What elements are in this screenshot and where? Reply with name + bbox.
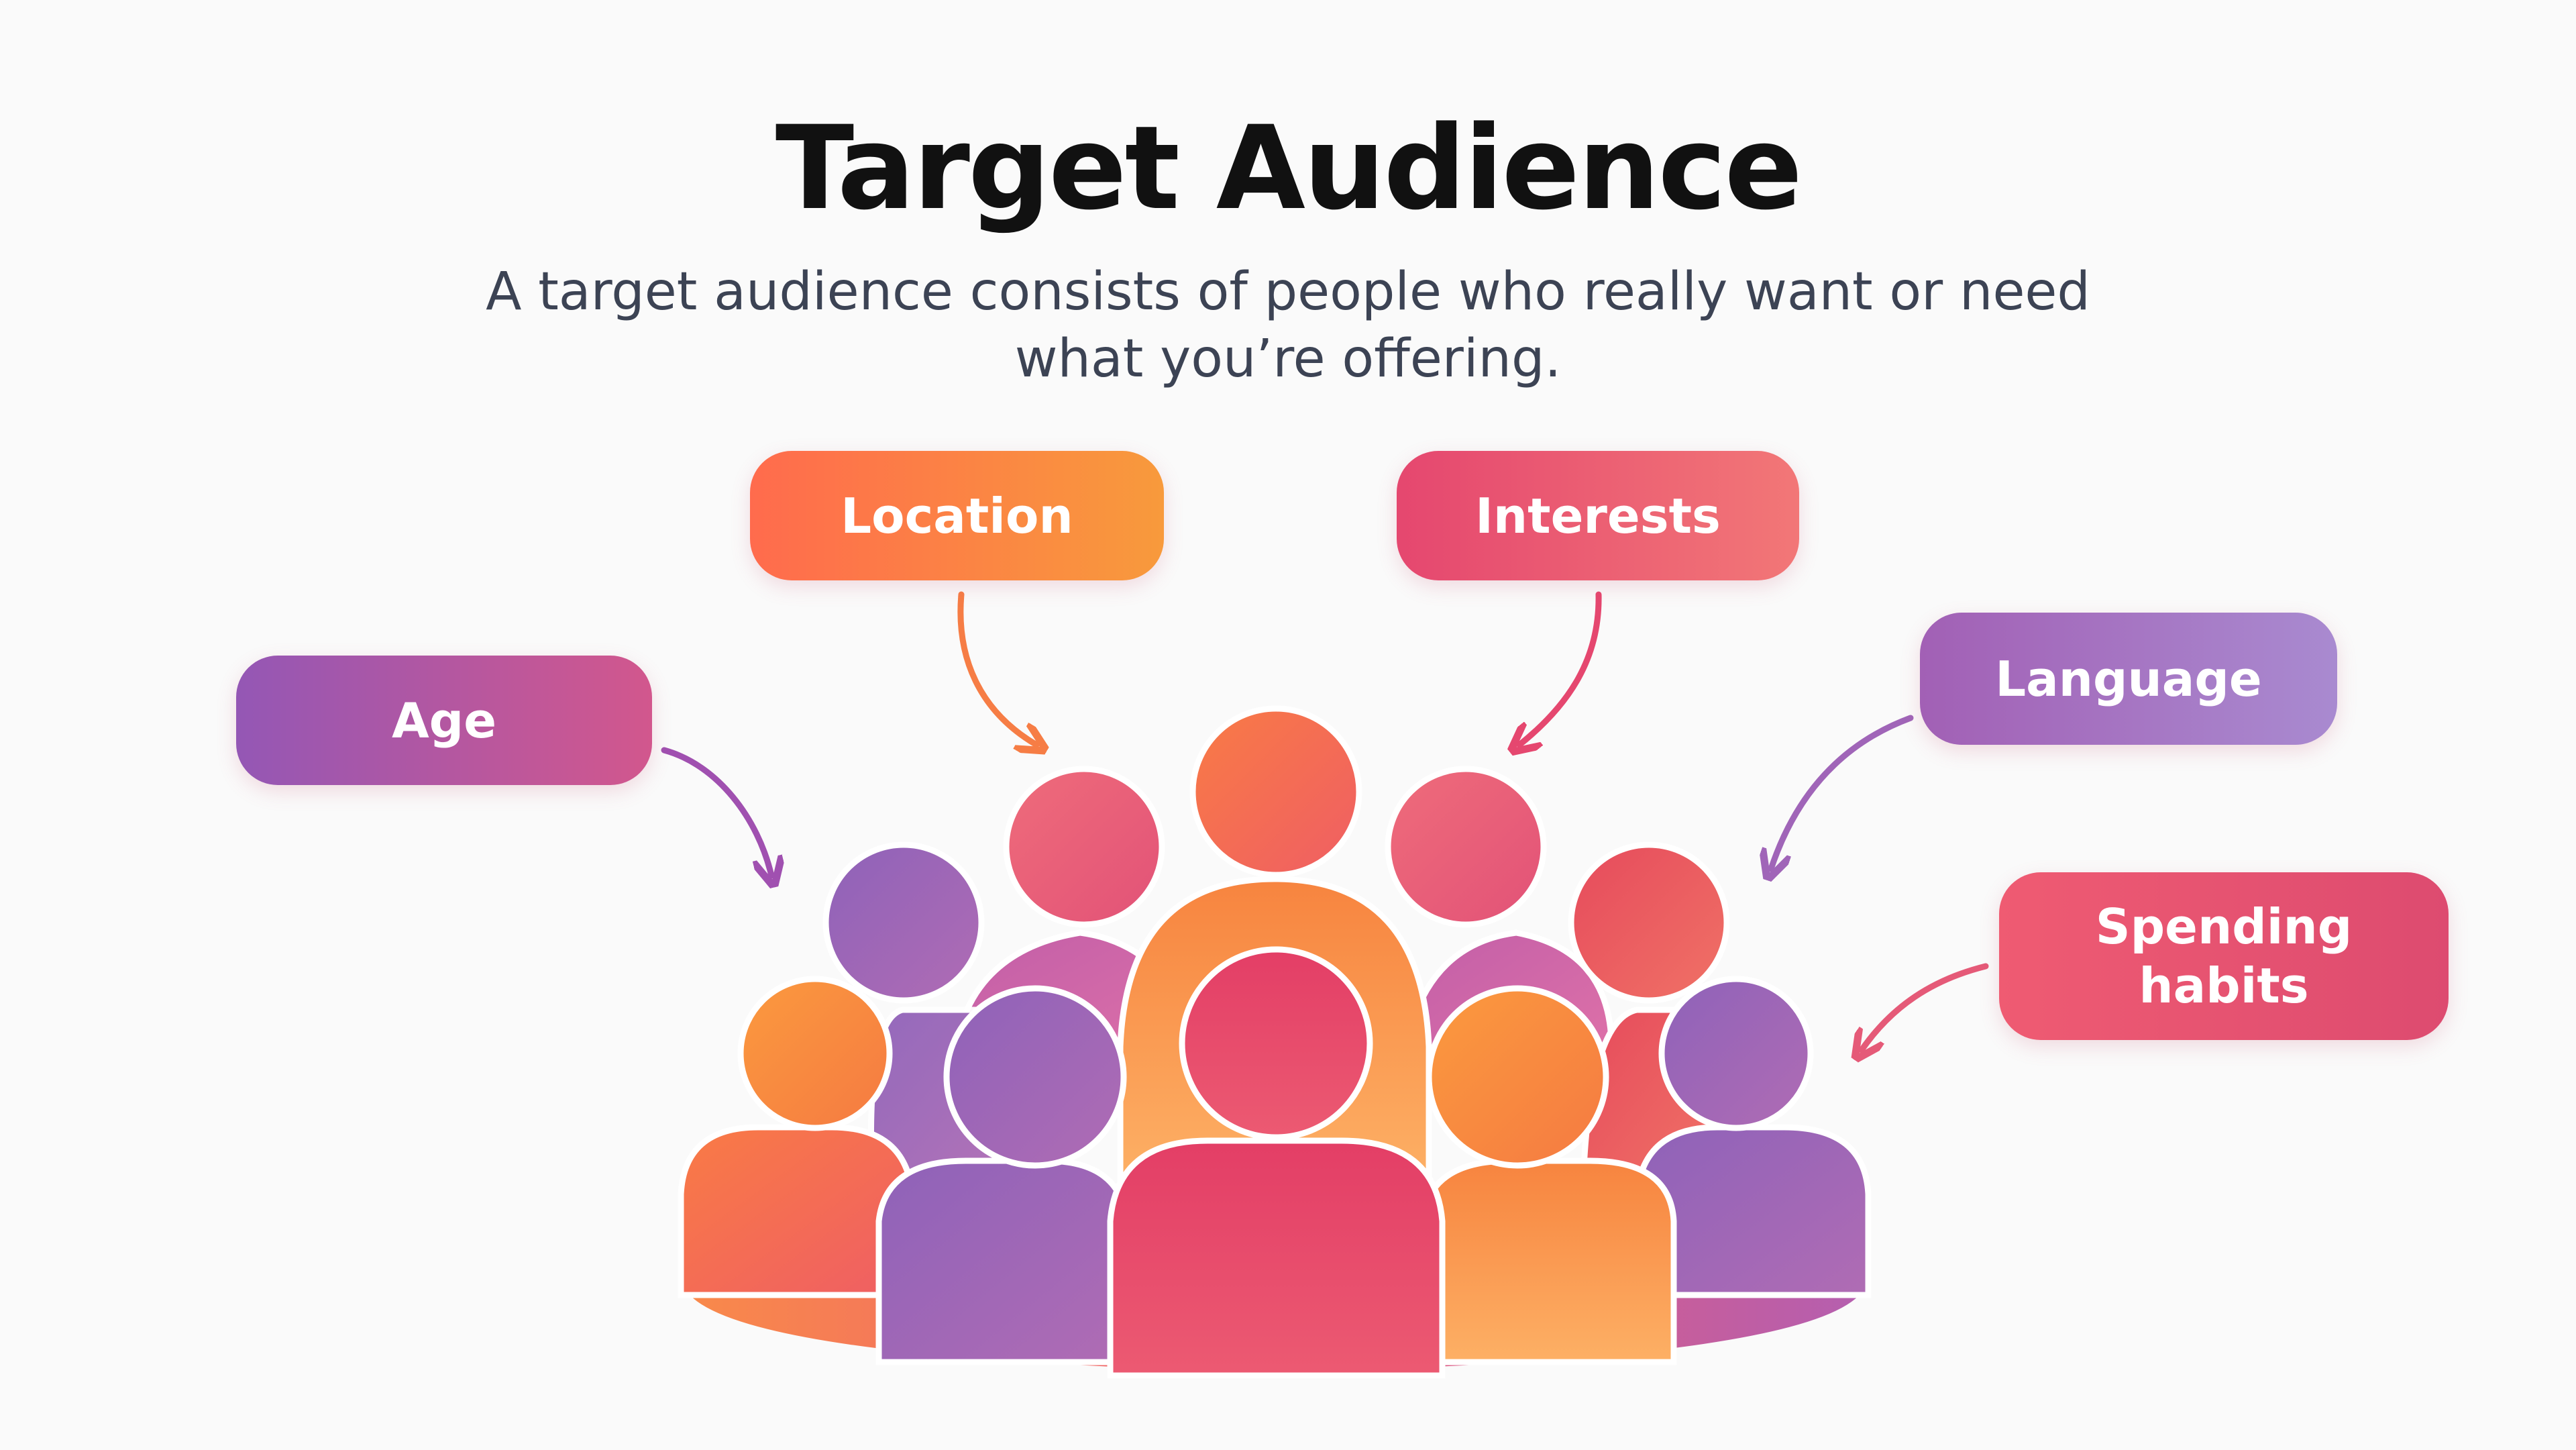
subtitle-line-1: A target audience consists of people who…	[486, 262, 2090, 322]
arrow-spending	[1862, 963, 1989, 1050]
person-back-right-head	[1385, 766, 1547, 928]
person-front-right-head	[1658, 976, 1814, 1131]
subtitle-line-2: what you’re offering.	[1014, 329, 1562, 389]
person-front-inner-right-head	[1426, 985, 1609, 1169]
person-mid-left-head	[822, 841, 985, 1004]
page-subtitle: A target audience consists of people who…	[483, 258, 2093, 393]
arrow-age	[661, 747, 771, 876]
arrow-location	[957, 591, 1036, 745]
person-front-inner-left-head	[943, 985, 1127, 1169]
label-age-text: Age	[391, 692, 497, 749]
arrow-interests	[1519, 591, 1602, 745]
person-front-center-body	[1107, 1137, 1446, 1379]
person-mid-right-head	[1568, 841, 1730, 1004]
label-location: Location	[750, 451, 1164, 580]
label-language-text: Language	[1995, 650, 2262, 707]
label-age: Age	[236, 656, 652, 785]
label-location-text: Location	[841, 487, 1073, 544]
person-front-center-head	[1179, 946, 1373, 1141]
label-language: Language	[1920, 613, 2337, 745]
page-title: Target Audience	[775, 101, 1803, 236]
label-spending-habits: Spending habits	[1999, 872, 2449, 1040]
person-front-inner-left-body	[875, 1157, 1130, 1365]
person-front-right-body	[1633, 1124, 1872, 1298]
label-spending-line-2: habits	[2139, 957, 2309, 1014]
person-front-left-head	[737, 976, 893, 1131]
label-interests: Interests	[1397, 451, 1799, 580]
people-group-icon	[678, 705, 1872, 1379]
person-center-back-head	[1189, 705, 1362, 878]
person-front-inner-right-body	[1419, 1157, 1677, 1365]
label-spending-line-1: Spending	[2095, 898, 2353, 955]
label-interests-text: Interests	[1475, 487, 1721, 544]
label-spending-habits-text: Spending habits	[2096, 897, 2353, 1015]
person-back-left-head	[1003, 766, 1165, 928]
arrow-language	[1771, 715, 1914, 869]
